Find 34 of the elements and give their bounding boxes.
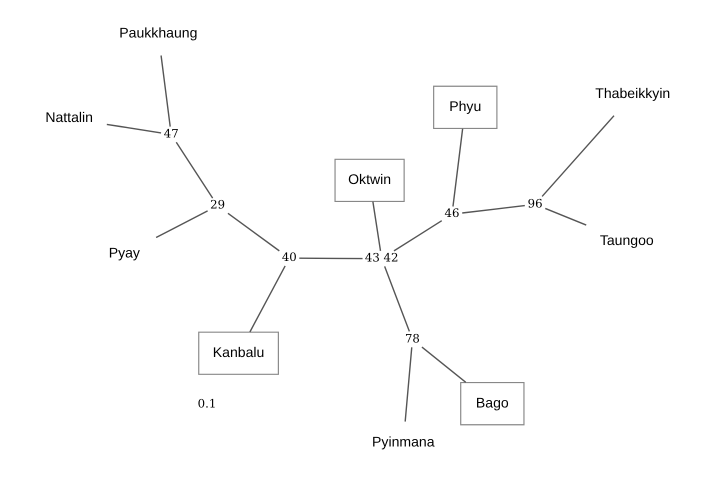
node-box: Phyu: [432, 86, 497, 129]
connector: [541, 115, 614, 197]
node-label: 47: [163, 126, 178, 140]
connector: [544, 208, 586, 226]
connector: [383, 266, 410, 332]
connector: [462, 204, 524, 214]
node-label: 40: [281, 250, 296, 264]
connector: [393, 220, 442, 252]
node-box: Oktwin: [334, 158, 404, 202]
node-label: 43 42: [364, 250, 398, 265]
node-box: Kanbalu: [198, 332, 278, 375]
label: 0.1: [197, 396, 216, 411]
node-label: 96: [527, 196, 542, 210]
node-label: 78: [404, 331, 420, 346]
node-text: Thabeikkyin: [594, 85, 670, 102]
connector: [248, 266, 286, 332]
node-box: Bago: [460, 382, 524, 426]
connector: [160, 55, 170, 127]
connector: [452, 128, 463, 207]
connector: [420, 346, 466, 383]
node-label: 29: [210, 198, 225, 212]
node-text: Taungoo: [599, 232, 654, 248]
connector: [372, 202, 381, 251]
node-text: Paukkhaung: [118, 24, 197, 41]
connector: [175, 142, 213, 199]
connector: [106, 124, 161, 134]
connector: [155, 210, 208, 238]
node-label: 46: [444, 206, 459, 220]
node-text: Pyinmana: [372, 434, 434, 450]
connector: [227, 212, 280, 252]
connector: [404, 347, 412, 422]
node-text: Pyay: [108, 244, 140, 261]
connector: [298, 258, 362, 260]
node-text: Nattalin: [44, 109, 92, 126]
